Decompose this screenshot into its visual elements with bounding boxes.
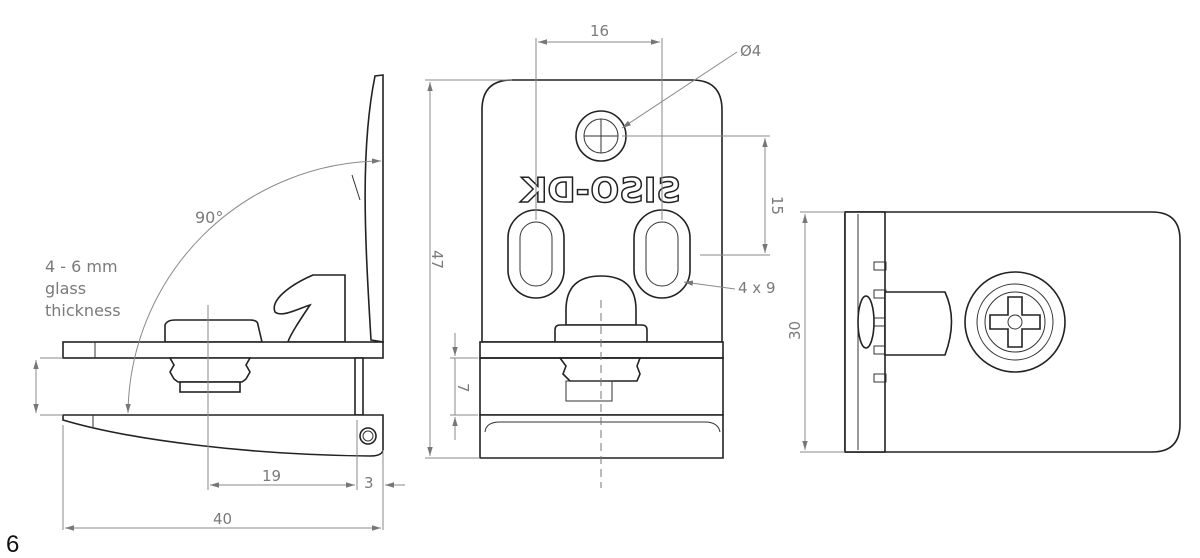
slot-left <box>507 209 565 299</box>
slot-right <box>633 209 691 299</box>
bottom-jaw <box>62 414 384 457</box>
dim-7: 7 <box>454 383 472 393</box>
front-view: SISO-DK 16 Ø4 15 47 7 4 x <box>425 22 786 488</box>
dim-19: 19 <box>262 467 281 485</box>
top-view: 30 <box>786 211 1181 453</box>
thread <box>558 357 642 382</box>
dim-15: 15 <box>768 196 786 215</box>
lever <box>884 291 953 356</box>
lever <box>273 274 346 343</box>
thread <box>168 357 252 383</box>
back-plate <box>354 357 364 416</box>
glass-note-line-1: 4 - 6 mm <box>45 257 118 276</box>
dim-40: 40 <box>213 510 232 528</box>
top-plate <box>62 341 384 359</box>
pin <box>359 427 377 445</box>
figure-number: 6 <box>6 531 19 558</box>
glass-note-line-2: glass <box>45 279 86 298</box>
vertical-arm <box>364 74 384 343</box>
dim-slot: 4 x 9 <box>738 279 776 297</box>
side-view: 90° 4 - 6 mm glass thickness 19 3 40 6 <box>6 74 405 558</box>
angle-label: 90° <box>195 208 223 227</box>
glass-note-line-3: thickness <box>45 301 121 320</box>
dim-16: 16 <box>590 22 609 40</box>
cross-slot-icon <box>989 296 1041 348</box>
dim-47: 47 <box>428 250 446 269</box>
dim-3: 3 <box>364 474 374 492</box>
stud-top <box>164 319 264 343</box>
dim-hole-diameter: Ø4 <box>740 42 761 60</box>
dim-30: 30 <box>786 321 804 340</box>
logo-text: SISO-DK <box>519 171 680 211</box>
